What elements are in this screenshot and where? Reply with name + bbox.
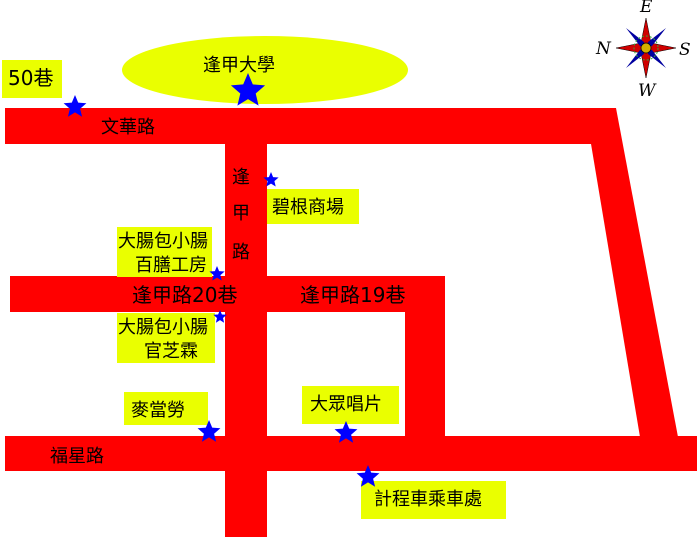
sausage-bottom-line2: 官芝霖: [144, 341, 198, 362]
road-label-lane20: 逢甲路20巷: [132, 283, 237, 307]
star-marker-bigen[interactable]: [263, 172, 279, 187]
label-box-sausage-top: [117, 227, 212, 277]
label-box-sausage-bottom: [117, 313, 215, 363]
compass-right: S: [679, 40, 691, 60]
star-marker-records[interactable]: [334, 421, 358, 443]
road-label-fuxing: 福星路: [50, 446, 104, 467]
star-marker-taxi[interactable]: [356, 465, 380, 487]
label-box-lane50: [2, 60, 62, 98]
road-label-fengjia-1: 逢: [232, 167, 250, 188]
landmark-fengjia-university[interactable]: [122, 36, 408, 104]
label-box-bigen: [267, 189, 359, 224]
lane50-label: 50巷: [8, 66, 53, 90]
taxi-label: 計程車乘車處: [374, 489, 482, 510]
sausage-top-line2: 百膳工房: [135, 255, 207, 276]
road-lane20-19: [10, 276, 445, 312]
road-fuxing: [5, 436, 697, 471]
compass-bottom: W: [638, 81, 657, 101]
mcdonalds-label: 麥當勞: [131, 400, 185, 421]
star-marker-fengjia-university[interactable]: [230, 73, 266, 106]
compass-left: N: [595, 39, 612, 59]
road-diagonal: [585, 108, 678, 437]
label-box-mcdonalds: [124, 392, 208, 425]
star-marker-mcdonalds[interactable]: [197, 420, 221, 442]
road-wenhua: [5, 108, 615, 144]
bigen-label: 碧根商場: [272, 197, 344, 218]
road-label-fengjia-3: 路: [232, 242, 250, 263]
label-box-taxi: [361, 481, 506, 519]
records-label: 大眾唱片: [310, 394, 382, 415]
road-label-wenhua: 文華路: [101, 117, 155, 138]
label-box-records: [302, 386, 399, 424]
road-label-lane19: 逢甲路19巷: [300, 283, 405, 307]
compass-top: E: [639, 0, 653, 17]
road-label-fengjia-2: 甲: [232, 203, 250, 224]
sausage-top-line1: 大腸包小腸: [118, 231, 208, 252]
star-marker-lane50[interactable]: [63, 95, 87, 117]
sausage-bottom-line1: 大腸包小腸: [118, 317, 208, 338]
landmark-label: 逢甲大學: [203, 55, 275, 76]
compass-rose-icon: E N S W: [595, 0, 691, 101]
star-marker-sausage-top[interactable]: [209, 266, 225, 281]
star-marker-sausage-bottom[interactable]: [213, 310, 227, 323]
